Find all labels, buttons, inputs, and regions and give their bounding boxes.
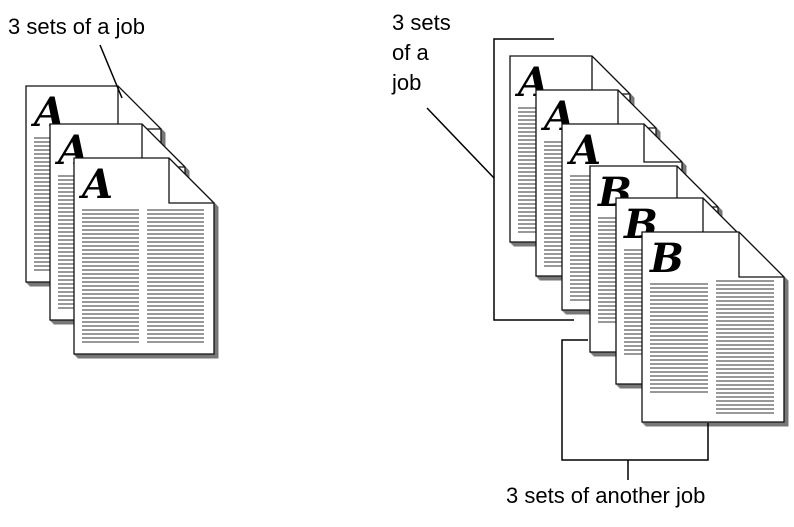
page-letter: A [78, 161, 113, 208]
right-top-label-line-3: job [392, 70, 422, 95]
right-bottom-bracket [561, 339, 709, 461]
left-document-stack: AAA [25, 85, 219, 359]
page-letter: B [649, 235, 684, 282]
left-label-pointer [99, 44, 123, 99]
right-top-label-line-2: of a [392, 40, 429, 65]
right-bottom-set-label: 3 sets of another job [506, 483, 706, 508]
right-top-set-label: 3 sets of a job [392, 8, 482, 98]
right-top-bracket [493, 38, 574, 321]
callout-lines [99, 38, 709, 480]
left-set-label: 3 sets of a job [8, 14, 145, 39]
job-a-page-3: A [73, 157, 219, 359]
job-b-page-3: B [641, 231, 789, 427]
right-top-label-line-1: 3 sets [392, 10, 451, 35]
right-top-pointer [426, 107, 495, 179]
